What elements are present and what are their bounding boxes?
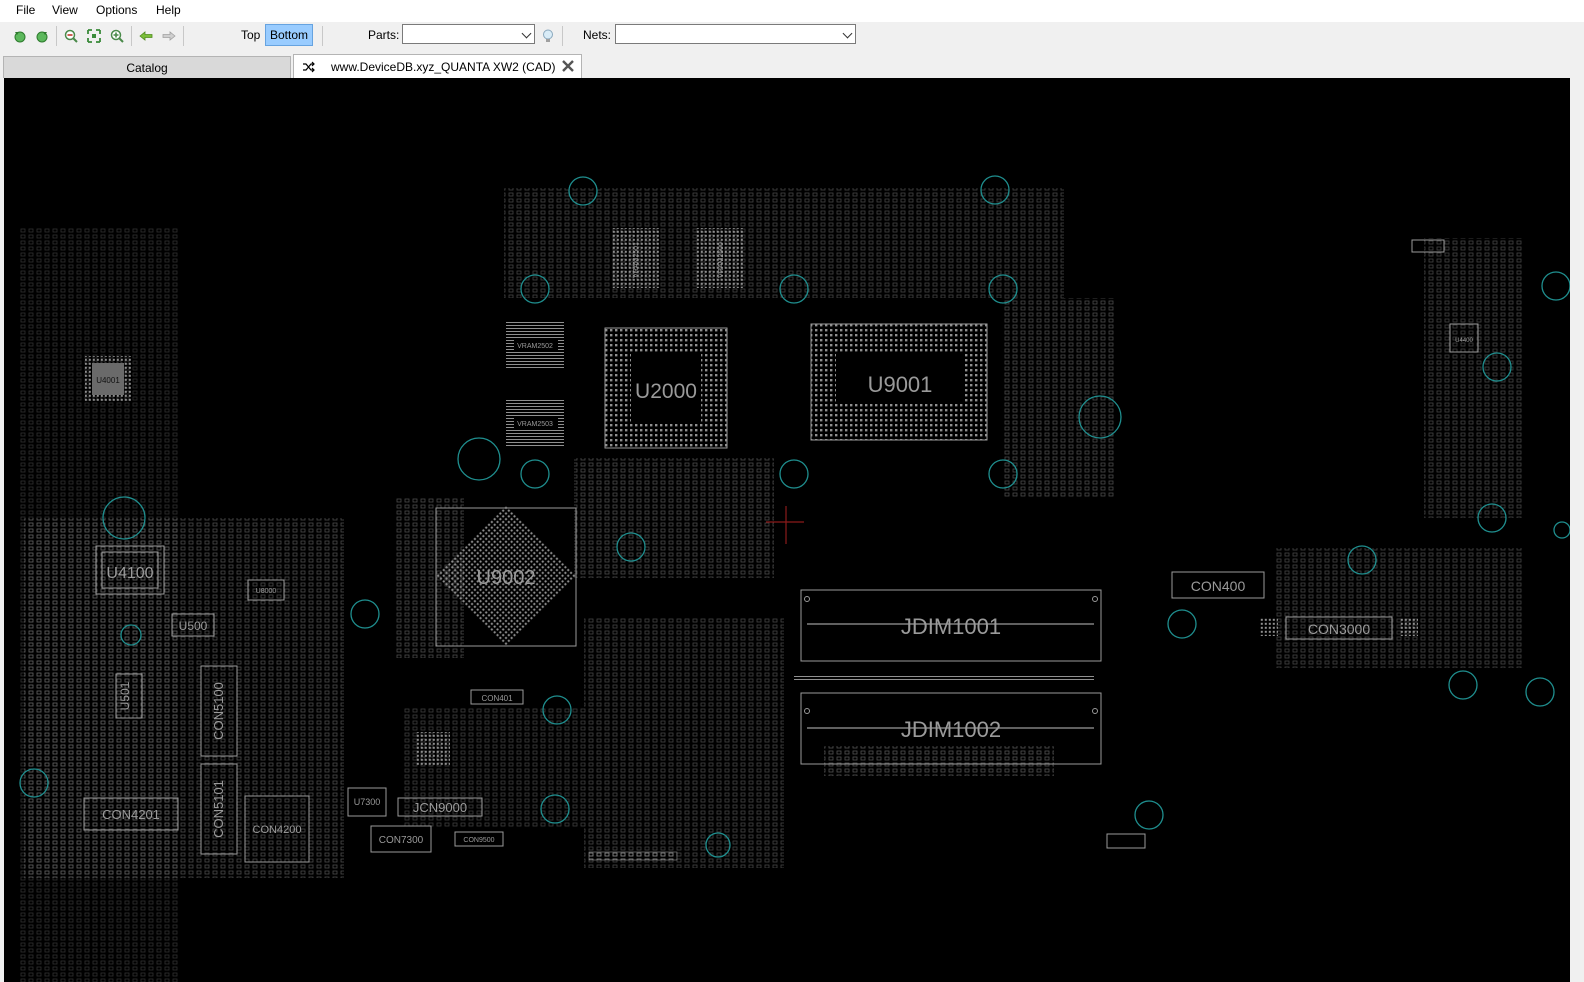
jcn9000-connector[interactable]: JCN9000 (397, 797, 483, 817)
u4100-chip[interactable]: U4100 (95, 545, 165, 595)
jcn9000-label: JCN9000 (413, 800, 467, 815)
u8000-label: U8000 (256, 588, 277, 595)
u2000-label: U2000 (635, 380, 697, 403)
toolbar: Top Bottom Parts: Nets: (0, 22, 1584, 50)
jdim1001-slot[interactable]: JDIM1001 (800, 589, 1102, 662)
menu-help[interactable]: Help (156, 3, 181, 17)
con4200-connector[interactable]: CON4200 (244, 795, 310, 863)
mounting-holes (19, 175, 1570, 858)
u9001-label: U9001 (868, 372, 933, 397)
u4001-label: U4001 (96, 376, 120, 385)
u501-chip[interactable]: U501 (115, 673, 143, 719)
con9500-label: CON9500 (463, 837, 494, 844)
u2000-gpu[interactable]: U2000 (604, 327, 728, 449)
rotate-left-icon[interactable] (12, 28, 28, 44)
tab-catalog-label: Catalog (126, 61, 168, 75)
u9002-pch[interactable]: U9002 (435, 505, 577, 647)
back-arrow-icon[interactable] (138, 28, 154, 44)
con5100-connector[interactable]: CON5100 (200, 665, 238, 757)
toolbar-separator (131, 26, 132, 46)
con7300-connector[interactable]: CON7300 (370, 825, 432, 853)
board-drawing[interactable]: U9001 U2000 VRAM2501 VRAM2500 VRAM2502 V… (4, 78, 1570, 982)
toolbar-separator (562, 26, 563, 46)
menu-view[interactable]: View (52, 3, 78, 17)
menu-file[interactable]: File (16, 3, 36, 17)
tab-catalog[interactable]: Catalog (3, 56, 291, 78)
u4100-label: U4100 (106, 565, 153, 582)
toolbar-separator (322, 26, 323, 46)
u4400-label: U4400 (1455, 338, 1473, 344)
vram2502-label: VRAM2502 (517, 343, 553, 350)
u500-chip[interactable]: U500 (171, 613, 215, 637)
bottom-toggle[interactable]: Bottom (265, 24, 314, 46)
chevron-down-icon (521, 28, 532, 39)
u4001-chip[interactable]: U4001 (85, 356, 131, 402)
con7300-label: CON7300 (379, 835, 424, 846)
jdim1002-label: JDIM1002 (901, 717, 1001, 742)
parts-label: Parts: (368, 28, 400, 42)
con5101-label: CON5101 (211, 780, 226, 838)
con4200-label: CON4200 (253, 824, 302, 836)
vram-chips[interactable]: VRAM2501 VRAM2500 VRAM2502 VRAM2503 (506, 228, 744, 446)
parts-combobox[interactable] (402, 24, 535, 44)
top-toggle[interactable]: Top (241, 28, 261, 42)
con4201-label: CON4201 (102, 807, 160, 822)
u8000-chip[interactable]: U8000 (247, 579, 285, 601)
highlight-bulb-icon[interactable] (540, 28, 556, 44)
tab-document[interactable]: www.DeviceDB.xyz_QUANTA XW2 (CAD) (293, 54, 582, 78)
con3000-label: CON3000 (1308, 621, 1370, 637)
vram2501-label: VRAM2501 (633, 242, 640, 278)
zoom-in-icon[interactable] (109, 28, 125, 44)
con5101-connector[interactable]: CON5101 (200, 763, 238, 855)
close-icon[interactable] (561, 59, 575, 73)
board-canvas[interactable]: U9001 U2000 VRAM2501 VRAM2500 VRAM2502 V… (4, 78, 1570, 982)
bottom-bga-chip (416, 732, 450, 766)
tab-document-label: www.DeviceDB.xyz_QUANTA XW2 (CAD) (331, 60, 556, 74)
zoom-out-icon[interactable] (63, 28, 79, 44)
passive-components (19, 188, 1524, 982)
u4400-chip[interactable]: U4400 (1449, 323, 1479, 353)
rotate-right-icon[interactable] (34, 28, 50, 44)
toolbar-separator (56, 26, 57, 46)
u501-label: U501 (118, 681, 132, 710)
con5100-label: CON5100 (211, 682, 226, 740)
tab-bar: Catalog www.DeviceDB.xyz_QUANTA XW2 (CAD… (0, 54, 1584, 78)
u7300-label: U7300 (354, 797, 381, 807)
con400-label: CON400 (1191, 578, 1246, 594)
con400-connector[interactable]: CON400 (1171, 571, 1265, 599)
jdim1001-label: JDIM1001 (901, 614, 1001, 639)
con401-connector[interactable]: CON401 (470, 689, 524, 705)
con401-label: CON401 (481, 694, 513, 703)
u9001-cpu[interactable]: U9001 (810, 323, 988, 441)
u500-label: U500 (179, 619, 208, 633)
jdim1002-slot[interactable]: JDIM1002 (800, 692, 1102, 765)
u7300-chip[interactable]: U7300 (347, 787, 387, 817)
fit-view-icon[interactable] (86, 28, 102, 44)
vram2500-label: VRAM2500 (718, 242, 725, 278)
menu-bar: File View Options Help (0, 0, 1584, 22)
toolbar-separator (183, 26, 184, 46)
nets-combobox[interactable] (615, 24, 856, 44)
crosshair-cursor (766, 506, 804, 544)
nets-label: Nets: (583, 28, 612, 42)
con3000-connector[interactable]: CON3000 (1260, 616, 1418, 640)
vram2503-label: VRAM2503 (517, 421, 553, 428)
con4201-connector[interactable]: CON4201 (83, 797, 179, 831)
forward-arrow-icon[interactable] (161, 28, 177, 44)
menu-options[interactable]: Options (96, 3, 138, 17)
chevron-down-icon (842, 28, 853, 39)
u9002-label: U9002 (477, 567, 536, 589)
edge-connector (588, 239, 1445, 861)
shuffle-icon (303, 61, 315, 73)
con9500-connector[interactable]: CON9500 (454, 831, 504, 847)
